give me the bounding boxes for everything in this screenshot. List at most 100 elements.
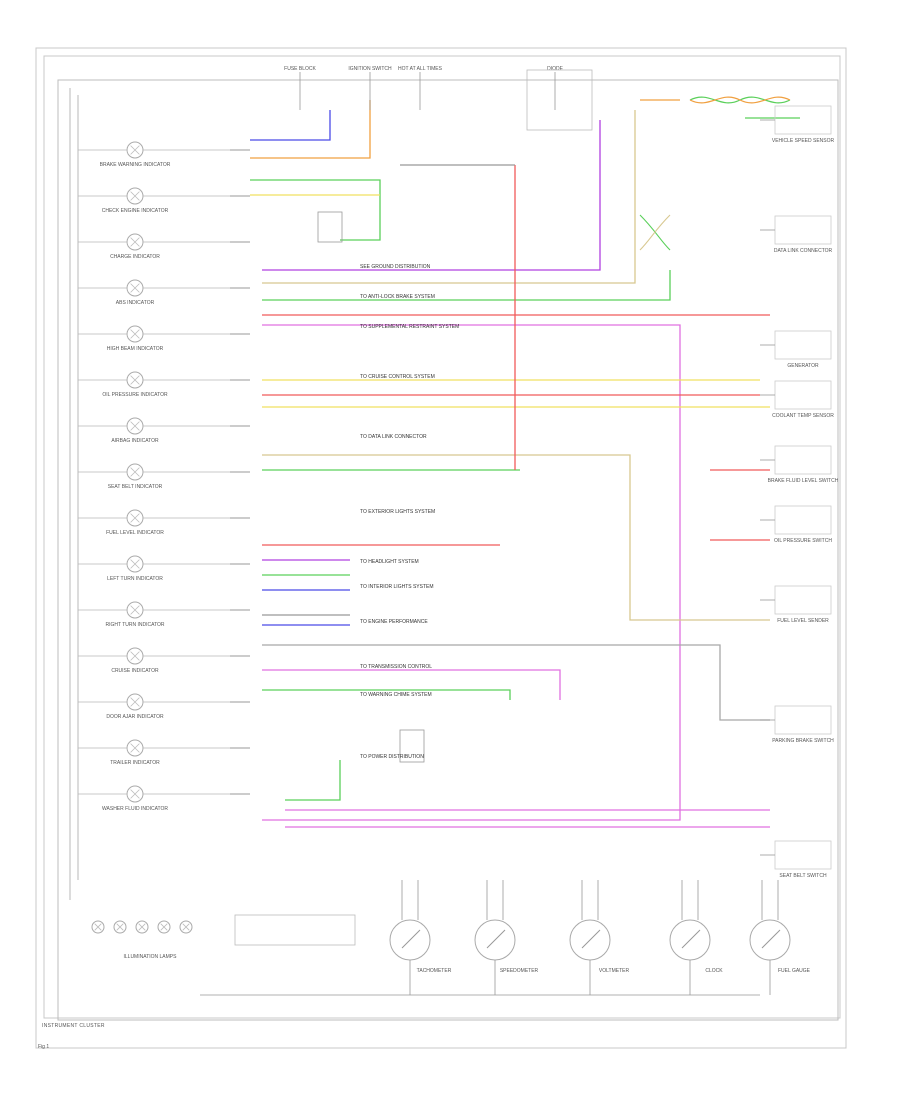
door-ajar-indicator-lamp bbox=[126, 693, 144, 711]
wire-note-1: SEE GROUND DISTRIBUTION bbox=[360, 264, 431, 270]
vehicle-speed-sensor-box bbox=[774, 105, 832, 135]
trailer-indicator-lamp bbox=[126, 739, 144, 757]
wire-9 bbox=[262, 324, 681, 821]
high-beam-indicator-lamp-x2 bbox=[130, 329, 140, 339]
wire-22 bbox=[262, 689, 511, 700]
data-link-connector-label: DATA LINK CONNECTOR bbox=[774, 248, 833, 254]
left-turn-indicator-lamp bbox=[126, 555, 144, 573]
cruise-indicator-lamp-x2 bbox=[130, 651, 140, 661]
washer-fluid-indicator-label: WASHER FLUID INDICATOR bbox=[102, 806, 168, 812]
oil-pressure-indicator-lamp-x2 bbox=[130, 375, 140, 385]
gauge-row: TACHOMETER SPEEDOMETER VOLTMETER CLOCK FUEL … bbox=[200, 880, 811, 996]
generator-box bbox=[774, 330, 832, 360]
fuel-gauge-gauge: FUEL GAUGE bbox=[749, 880, 811, 995]
wire-23 bbox=[285, 760, 341, 801]
right-turn-indicator-lamp bbox=[126, 601, 144, 619]
voltmeter-needle bbox=[581, 929, 601, 949]
wire-1 bbox=[250, 100, 371, 159]
parking-brake-switch-label: PARKING BRAKE SWITCH bbox=[772, 738, 834, 744]
wire-13 bbox=[262, 454, 770, 621]
parking-brake-switch-box bbox=[774, 705, 832, 735]
charge-indicator-lamp-x2 bbox=[130, 237, 140, 247]
wire-21 bbox=[262, 669, 561, 700]
check-engine-indicator-lamp-x2 bbox=[130, 191, 140, 201]
generator-label: GENERATOR bbox=[787, 363, 819, 369]
voltmeter-gauge: VOLTMETER bbox=[569, 880, 630, 995]
wire-note-2: TO ANTI-LOCK BRAKE SYSTEM bbox=[360, 294, 435, 300]
speedometer-needle bbox=[486, 929, 506, 949]
wire-harness bbox=[250, 96, 800, 828]
coolant-temp-sensor-label: COOLANT TEMP SENSOR bbox=[772, 413, 834, 419]
illum-lamp-5-x2 bbox=[182, 923, 190, 931]
wire-28 bbox=[262, 644, 770, 721]
ignition-switch-label: IGNITION SWITCH bbox=[348, 66, 392, 72]
wire-note-9: TO ENGINE PERFORMANCE bbox=[360, 619, 428, 625]
illum-lamp-1-x2 bbox=[94, 923, 102, 931]
illum-lamp-4-x2 bbox=[160, 923, 168, 931]
wire-note-3: TO SUPPLEMENTAL RESTRAINT SYSTEM bbox=[360, 324, 459, 330]
trailer-indicator-label: TRAILER INDICATOR bbox=[110, 760, 160, 766]
high-beam-indicator-label: HIGH BEAM INDICATOR bbox=[107, 346, 164, 352]
speedometer-gauge: SPEEDOMETER bbox=[474, 880, 539, 995]
illum-lamp-2 bbox=[113, 920, 127, 934]
fuel-gauge-label: FUEL GAUGE bbox=[778, 968, 811, 974]
tachometer-label: TACHOMETER bbox=[417, 968, 452, 974]
wire-3 bbox=[250, 179, 381, 241]
fuel-level-indicator-lamp bbox=[126, 509, 144, 527]
high-beam-indicator-lamp bbox=[126, 325, 144, 343]
voltmeter-label: VOLTMETER bbox=[599, 968, 630, 974]
wire-note-11: TO WARNING CHIME SYSTEM bbox=[360, 692, 432, 698]
door-ajar-indicator-label: DOOR AJAR INDICATOR bbox=[106, 714, 164, 720]
illum-lamp-1 bbox=[91, 920, 105, 934]
brake-fluid-level-switch-label: BRAKE FLUID LEVEL SWITCH bbox=[768, 478, 839, 484]
left-turn-indicator-label: LEFT TURN INDICATOR bbox=[107, 576, 163, 582]
gauge-module-box bbox=[234, 914, 356, 946]
diode-box bbox=[399, 729, 425, 763]
charge-indicator-label: CHARGE INDICATOR bbox=[110, 254, 160, 260]
wire-note-5: TO DATA LINK CONNECTOR bbox=[360, 434, 427, 440]
airbag-indicator-lamp-x2 bbox=[130, 421, 140, 431]
inner-frame bbox=[43, 55, 841, 1019]
seat-belt-switch-box bbox=[774, 840, 832, 870]
diagram-caption: INSTRUMENT CLUSTER bbox=[42, 1023, 105, 1029]
check-engine-indicator-label: CHECK ENGINE INDICATOR bbox=[102, 208, 169, 214]
relay-box bbox=[526, 69, 593, 131]
illumination-label: ILLUMINATION LAMPS bbox=[124, 954, 178, 960]
seat-belt-switch-label: SEAT BELT SWITCH bbox=[779, 873, 827, 879]
fuse-block-label: FUSE BLOCK bbox=[284, 66, 316, 72]
abs-indicator-lamp-x2 bbox=[130, 283, 140, 293]
clock-label: CLOCK bbox=[705, 968, 723, 974]
wire-7 bbox=[262, 270, 671, 301]
wire-note-4: TO CRUISE CONTROL SYSTEM bbox=[360, 374, 435, 380]
right-turn-indicator-lamp-x2 bbox=[130, 605, 140, 615]
vehicle-speed-sensor-label: VEHICLE SPEED SENSOR bbox=[772, 138, 835, 144]
outer-frame bbox=[35, 47, 847, 1049]
brake-warning-indicator-label: BRAKE WARNING INDICATOR bbox=[100, 162, 171, 168]
illum-lamp-3 bbox=[135, 920, 149, 934]
seat-belt-indicator-lamp bbox=[126, 463, 144, 481]
washer-fluid-indicator-lamp bbox=[126, 785, 144, 803]
diode-label: DIODE bbox=[547, 66, 564, 72]
illum-lamp-5-ring bbox=[179, 920, 193, 934]
oil-pressure-switch-box bbox=[774, 505, 832, 535]
airbag-indicator-label: AIRBAG INDICATOR bbox=[111, 438, 159, 444]
abs-indicator-lamp bbox=[126, 279, 144, 297]
fuel-level-sender-box bbox=[774, 585, 832, 615]
illum-lamp-5 bbox=[179, 920, 193, 934]
fuel-level-sender-label: FUEL LEVEL SENDER bbox=[777, 618, 829, 624]
wire-note-8: TO INTERIOR LIGHTS SYSTEM bbox=[360, 584, 434, 590]
clock-needle bbox=[681, 929, 701, 949]
page-reference: Fig 1 bbox=[38, 1044, 50, 1050]
check-engine-indicator-lamp bbox=[126, 187, 144, 205]
speedometer-label: SPEEDOMETER bbox=[500, 968, 539, 974]
abs-indicator-label: ABS INDICATOR bbox=[116, 300, 155, 306]
twisted-pair-d bbox=[639, 214, 671, 251]
tachometer-needle bbox=[401, 929, 421, 949]
washer-fluid-indicator-lamp-x2 bbox=[130, 789, 140, 799]
wire-note-labels: SEE GROUND DISTRIBUTION TO ANTI-LOCK BRAK… bbox=[360, 264, 459, 760]
cluster-boundary bbox=[57, 79, 839, 1021]
left-indicator-column: BRAKE WARNING INDICATOR CHECK ENGINE INDI… bbox=[69, 88, 250, 960]
illum-lamp-4 bbox=[157, 920, 171, 934]
